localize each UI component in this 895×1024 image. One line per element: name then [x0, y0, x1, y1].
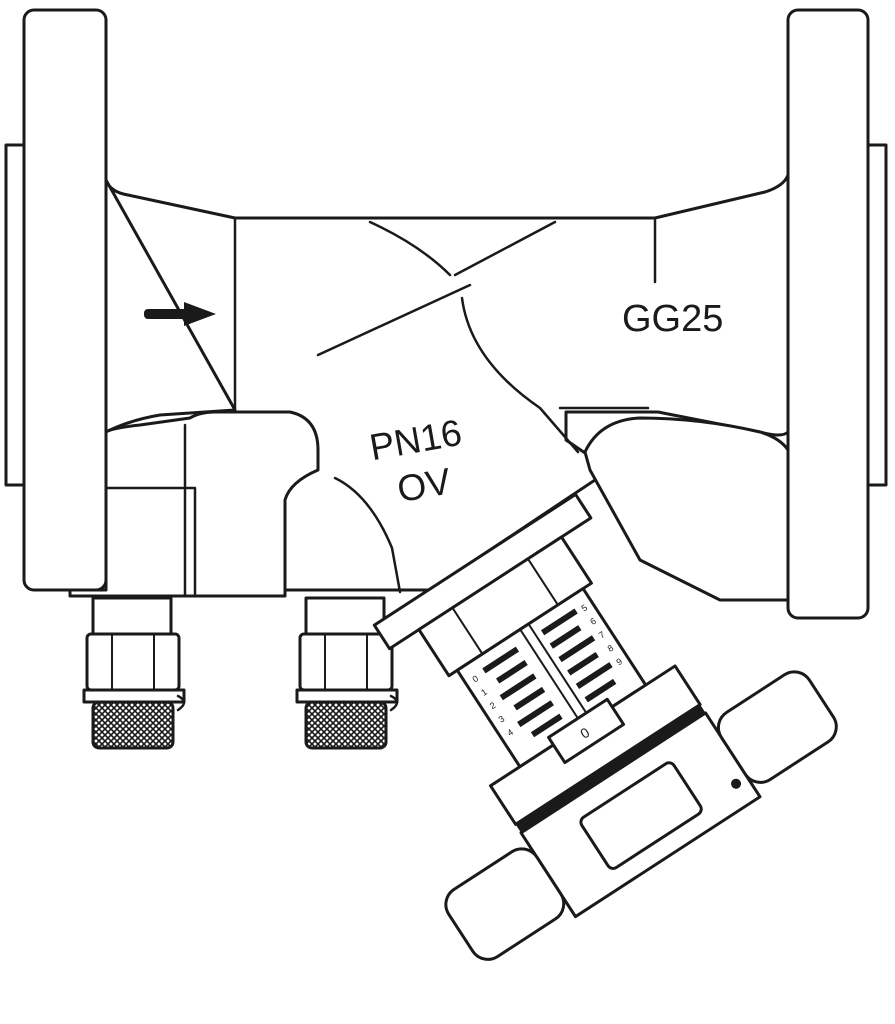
- handwheel-wing-left[interactable]: [439, 842, 571, 966]
- knurled-cap-right[interactable]: [304, 700, 388, 750]
- scale-left-0: 0: [471, 673, 481, 684]
- test-nipple-right: [295, 596, 399, 750]
- scale-right-9: 9: [614, 656, 624, 667]
- model-label: OV: [394, 460, 454, 510]
- scale-right-5: 5: [580, 602, 590, 613]
- scale-left-4: 4: [505, 727, 515, 738]
- scale-right-7: 7: [597, 629, 607, 640]
- scale-right-6: 6: [588, 616, 598, 627]
- zero-indicator: [547, 697, 626, 765]
- knurled-cap-left[interactable]: [91, 700, 175, 750]
- scale-left-3: 3: [497, 714, 507, 725]
- left-flange: [4, 8, 108, 592]
- scale-left-2: 2: [488, 700, 498, 711]
- handwheel-wing-right[interactable]: [712, 665, 844, 789]
- bonnet-assembly: 0 1 2 3 4 5 6 7 8 9 0: [372, 492, 844, 966]
- material-label: GG25: [622, 298, 723, 340]
- scale-left: 0 1 2 3 4: [471, 646, 563, 738]
- right-flange: [786, 8, 888, 620]
- left-boss: [68, 410, 320, 598]
- test-nipple-left: [82, 596, 186, 750]
- flow-arrow-icon: [144, 302, 216, 326]
- scale-right-8: 8: [606, 643, 616, 654]
- lock-screw-icon: [731, 778, 742, 789]
- scale-right: 5 6 7 8 9: [540, 602, 624, 703]
- right-boss: [583, 416, 790, 602]
- scale-left-1: 1: [479, 687, 489, 698]
